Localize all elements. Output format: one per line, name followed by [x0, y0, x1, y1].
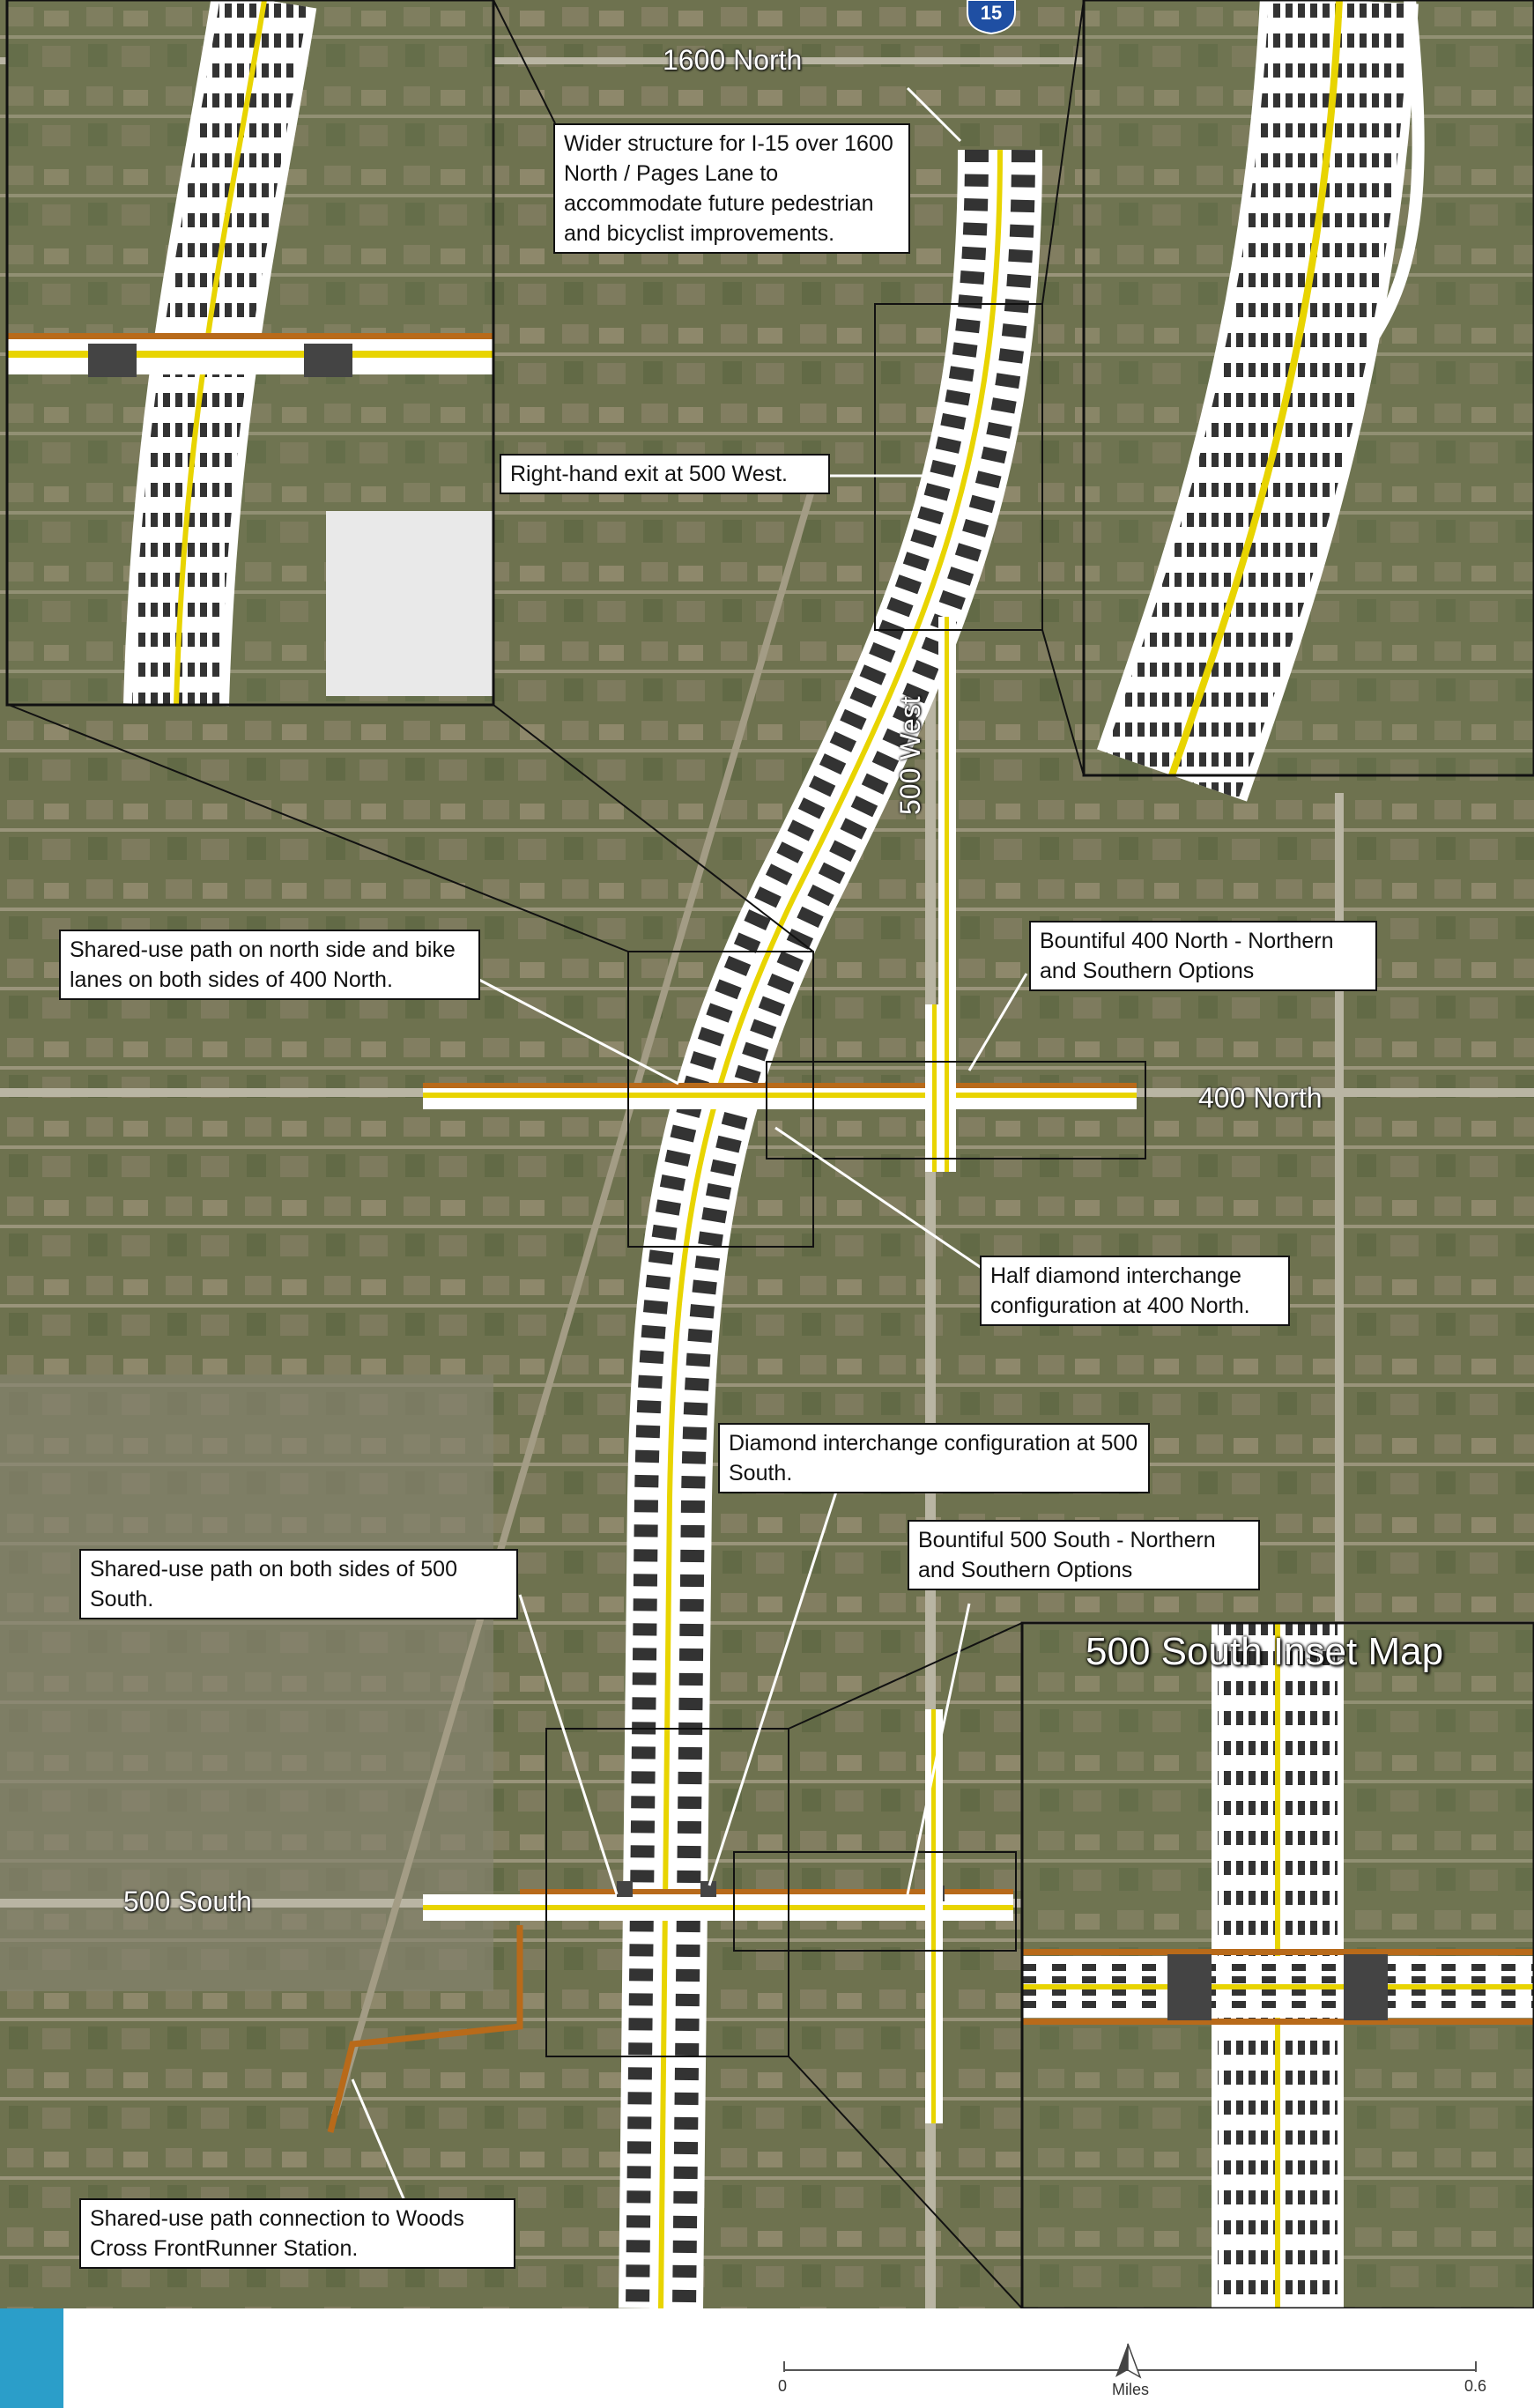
project-map: 15 1600 North 500 West 400 North 500 Sou…	[0, 0, 1534, 2308]
callout-frontrunner-connection: Shared-use path connection to Woods Cros…	[79, 2198, 515, 2269]
accent-bar	[0, 2308, 63, 2408]
callout-bountiful-500-south: Bountiful 500 South - Northern and South…	[908, 1520, 1260, 1590]
interstate-shield-label: 15	[980, 2, 1003, 24]
street-label-1600-north: 1600 North	[663, 44, 803, 76]
scale-bar	[783, 2343, 1477, 2379]
inset-1600-north	[5, 0, 495, 707]
inset-title: 500 South Inset Map	[1086, 1630, 1444, 1673]
scale-min-label: 0	[778, 2377, 788, 2395]
callout-diamond-500-south: Diamond interchange configuration at 500…	[718, 1423, 1150, 1493]
callout-shared-use-500-south: Shared-use path on both sides of 500 Sou…	[79, 1549, 518, 1619]
map-footer: 0 Miles 0.6	[0, 2308, 1534, 2408]
callout-right-exit: Right-hand exit at 500 West.	[500, 454, 830, 494]
street-label-400-north: 400 North	[1198, 1082, 1323, 1114]
aerial-map-graphic	[0, 0, 1534, 2308]
scale-units-label: Miles	[1112, 2381, 1150, 2398]
north-arrow-icon	[1115, 2343, 1142, 2379]
interstate-shield-icon	[967, 0, 1016, 35]
callout-wider-structure: Wider structure for I-15 over 1600 North…	[553, 123, 910, 254]
scale-max-label: 0.6	[1464, 2377, 1487, 2395]
inset-500-south	[1020, 1621, 1534, 2308]
street-label-500-south: 500 South	[123, 1886, 252, 1917]
callout-shared-use-400-north: Shared-use path on north side and bike l…	[59, 930, 480, 1000]
street-label-500-west: 500 West	[894, 696, 926, 815]
callout-half-diamond: Half diamond interchange configuration a…	[980, 1256, 1290, 1326]
callout-bountiful-400-north: Bountiful 400 North - Northern and South…	[1029, 921, 1377, 991]
inset-500-west-exit	[1082, 0, 1534, 802]
